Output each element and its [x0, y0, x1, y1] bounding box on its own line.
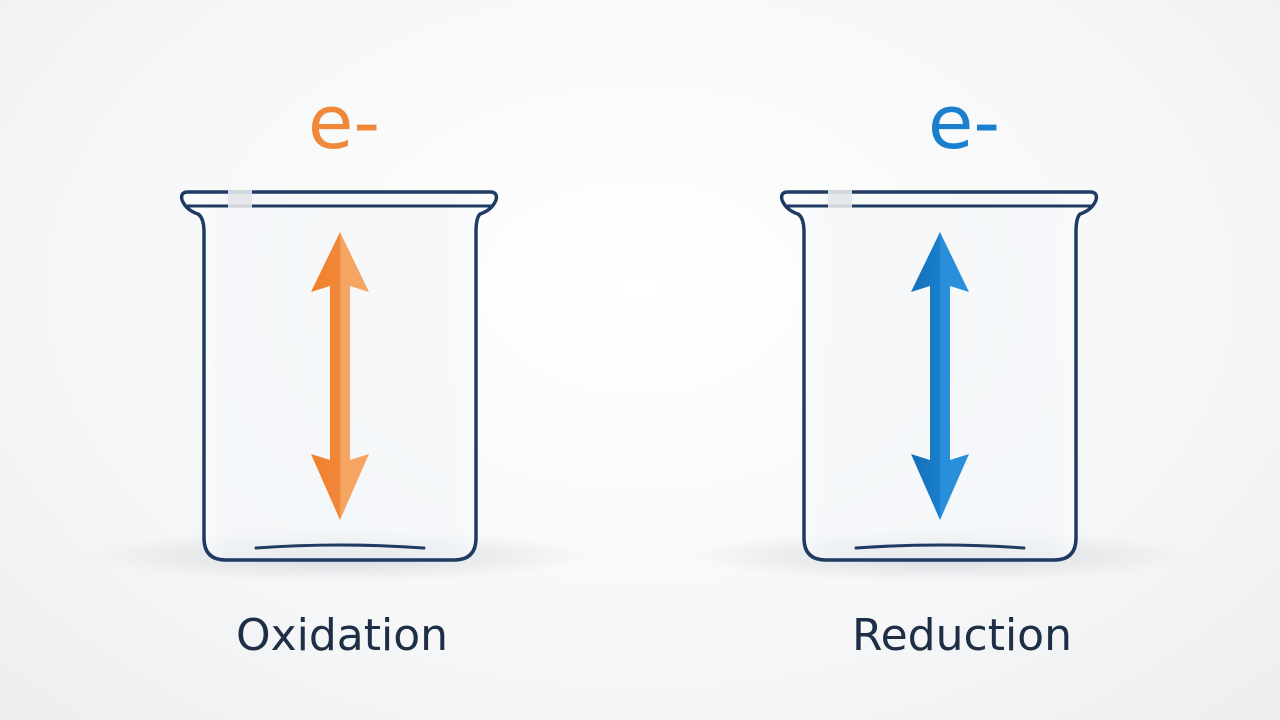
oxidation-panel: e- — [90, 80, 590, 661]
reduction-panel: e- Reduc — [640, 0, 1280, 720]
beaker-bottom-line — [854, 543, 1026, 550]
beaker-reduction — [690, 190, 1190, 582]
electron-label-reduction: e- — [927, 80, 1001, 166]
beaker-oxidation — [90, 190, 590, 582]
beaker-bottom-line — [254, 543, 426, 550]
oxidation-label: Oxidation — [235, 610, 449, 661]
electron-label-oxidation: e- — [307, 80, 381, 166]
reduction-label: Reduction — [852, 610, 1072, 661]
double-headed-vertical-arrow-icon — [911, 232, 969, 520]
double-headed-vertical-arrow-icon — [311, 232, 369, 520]
rim-highlight — [228, 190, 252, 208]
rim-highlight — [828, 190, 852, 208]
